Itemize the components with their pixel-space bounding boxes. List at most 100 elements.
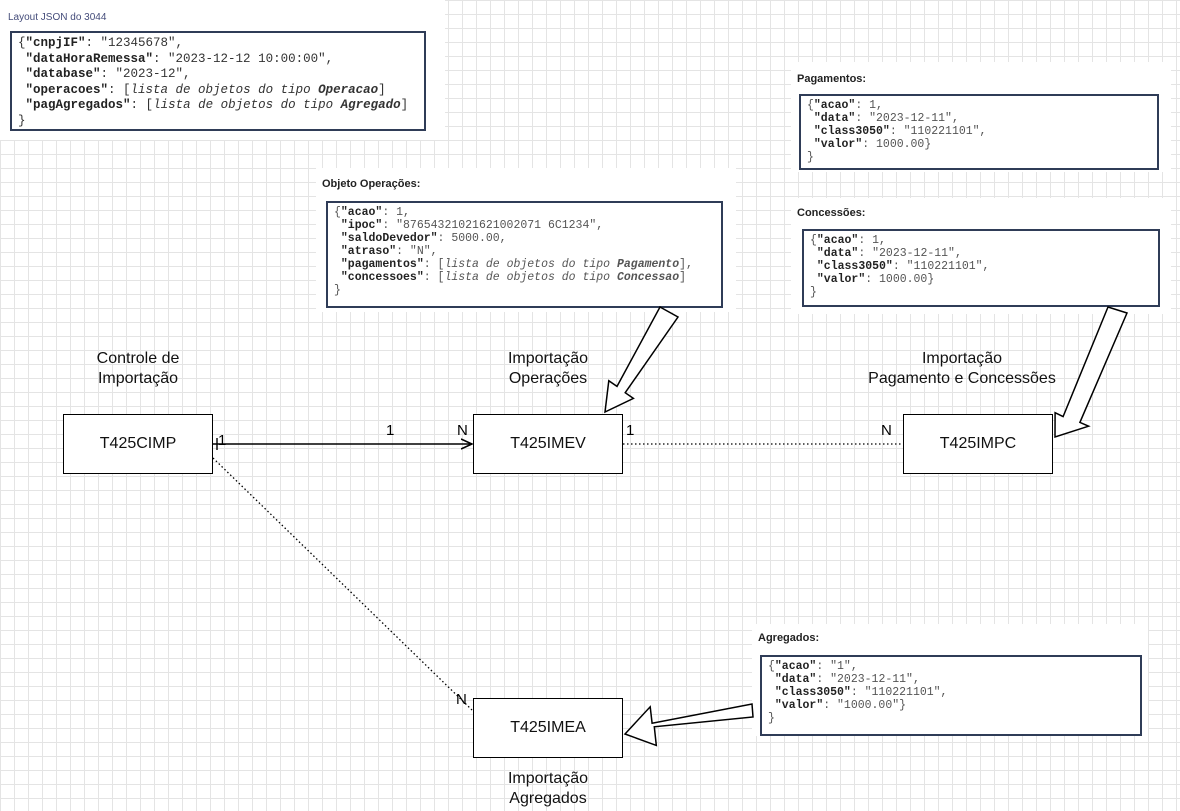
- cimp-caption: Controle de Importação: [38, 349, 238, 389]
- json-key: "acao": [774, 660, 817, 673]
- impc-caption-line-2: Pagamento e Concessões: [868, 370, 1056, 387]
- entity-t425imev[interactable]: T425IMEV: [473, 414, 623, 474]
- pagamentos-label: Pagamentos:: [797, 73, 867, 85]
- operacoes-json-block: {"acao": 1, "ipoc": "8765432102162100207…: [326, 201, 723, 308]
- json-key: "saldoDevedor": [340, 232, 438, 245]
- cimp-imea-connector[interactable]: [212, 457, 473, 711]
- concessoes-label: Concessões:: [797, 207, 866, 219]
- json-key: "valor": [813, 138, 863, 151]
- json-type-text: Pagamento: [616, 258, 680, 271]
- imea-caption-line-2: Agregados: [509, 790, 587, 807]
- code-line: "dataHoraRemessa": "2023-12-12 10:00:00"…: [25, 51, 334, 66]
- json-key: "data": [774, 673, 817, 686]
- code-line: {"acao": 1,: [807, 99, 883, 112]
- json-key: "data": [813, 112, 856, 125]
- code-line: "class3050": "110221101",: [774, 686, 948, 699]
- concessoes-block-arrow: [1054, 306, 1129, 439]
- code-line: "database": "2023-12",: [25, 67, 191, 81]
- json-key: "valor": [816, 273, 866, 286]
- code-line: "saldoDevedor": 5000.00,: [340, 232, 507, 245]
- json-key: "atraso": [340, 245, 397, 258]
- json-key: "ipoc": [340, 219, 383, 232]
- entity-t425impc-name: T425IMPC: [939, 435, 1017, 452]
- code-line: "class3050": "110221101",: [816, 260, 990, 273]
- json-key: "acao": [816, 234, 859, 247]
- operacoes-block-arrow: [604, 305, 680, 414]
- imev-caption-line-2: Operações: [508, 370, 588, 387]
- imea-caption: Importação Agregados: [448, 769, 648, 809]
- cimp-imev-from-cardinality: 1: [218, 432, 227, 449]
- code-line: }: [807, 151, 814, 164]
- entity-t425imea-name: T425IMEA: [510, 719, 586, 736]
- json-key: "database": [25, 67, 101, 81]
- code-line: "data": "2023-12-11",: [774, 673, 920, 686]
- imev-caption-line-1: Importação: [507, 350, 589, 367]
- imev-impc-to-cardinality: N: [881, 422, 892, 439]
- code-line: "valor": 1000.00}: [813, 138, 932, 151]
- cimp-imea-to-cardinality: N: [456, 691, 467, 708]
- entity-t425imea[interactable]: T425IMEA: [473, 698, 623, 758]
- json-type-text: lista de objetos do tipo: [444, 271, 617, 284]
- json-key: "dataHoraRemessa": [25, 51, 154, 66]
- remessa-json-block: {"cnpjIF": "12345678", "dataHoraRemessa"…: [10, 31, 426, 131]
- code-line: }: [334, 284, 341, 297]
- json-key: "concessoes": [340, 271, 424, 284]
- json-key: "class3050": [774, 686, 851, 699]
- code-line: {"cnpjIF": "12345678",: [18, 36, 184, 50]
- json-key: "pagamentos": [340, 258, 424, 271]
- agregados-json-block: {"acao": "1", "data": "2023-12-11", "cla…: [760, 655, 1142, 736]
- code-line: }: [768, 712, 775, 725]
- imev-caption: Importação Operações: [448, 349, 648, 389]
- code-line: "operacoes": [lista de objetos do tipo O…: [25, 82, 386, 97]
- code-line: }: [18, 113, 26, 128]
- json-key: "class3050": [813, 125, 890, 138]
- entity-t425imev-name: T425IMEV: [510, 435, 586, 452]
- agregados-block-arrow: [623, 703, 754, 747]
- cimp-caption-line-1: Controle de: [96, 350, 180, 367]
- json-key: "pagAgregados": [25, 98, 131, 112]
- code-line: "class3050": "110221101",: [813, 125, 987, 138]
- json-type-text: Concessao: [616, 271, 680, 284]
- cimp-caption-line-2: Importação: [97, 370, 179, 387]
- entity-t425impc[interactable]: T425IMPC: [903, 414, 1053, 474]
- cimp-imev-to-cardinality: N: [457, 422, 468, 439]
- layout-title: Layout JSON do 3044: [8, 12, 107, 23]
- code-line: "atraso": "N",: [340, 245, 438, 258]
- impc-caption-line-1: Importação: [921, 350, 1003, 367]
- agregados-label: Agregados:: [758, 632, 820, 644]
- cimp-imev-one-label: 1: [386, 422, 395, 439]
- json-key: "cnpjIF": [25, 36, 86, 50]
- code-line: "pagAgregados": [lista de objetos do tip…: [25, 98, 409, 112]
- code-line: "data": "2023-12-11",: [816, 247, 962, 260]
- impc-caption: Importação Pagamento e Concessões: [842, 349, 1082, 389]
- code-line: "data": "2023-12-11",: [813, 112, 959, 125]
- code-line: "valor": 1000.00}: [816, 273, 935, 286]
- code-line: }: [810, 286, 817, 299]
- json-type-text: Operacao: [318, 82, 379, 97]
- json-key: "class3050": [816, 260, 893, 273]
- concessoes-json-block: {"acao": 1, "data": "2023-12-11", "class…: [802, 229, 1160, 307]
- json-type-text: lista de objetos do tipo: [130, 82, 319, 97]
- code-line: "valor": "1000.00"}: [774, 699, 907, 712]
- entity-t425cimp-name: T425CIMP: [99, 435, 177, 452]
- code-line: "ipoc": "87654321021621002071 6C1234",: [340, 219, 604, 232]
- imea-caption-line-1: Importação: [507, 770, 589, 787]
- json-type-text: lista de objetos do tipo: [153, 98, 341, 112]
- code-line: "concessoes": [lista de objetos do tipo …: [340, 271, 687, 284]
- json-key: "data": [816, 247, 859, 260]
- pagamentos-json-block: {"acao": 1, "data": "2023-12-11", "class…: [799, 94, 1159, 170]
- operacoes-label: Objeto Operações:: [322, 178, 421, 190]
- code-line: "pagamentos": [lista de objetos do tipo …: [340, 258, 693, 271]
- code-line: {"acao": 1,: [810, 234, 886, 247]
- imev-impc-from-cardinality: 1: [626, 422, 635, 439]
- json-key: "operacoes": [25, 82, 109, 97]
- json-key: "acao": [813, 99, 856, 112]
- entity-t425cimp[interactable]: T425CIMP: [63, 414, 213, 474]
- json-type-text: Agregado: [340, 98, 401, 112]
- json-type-text: lista de objetos do tipo: [444, 258, 617, 271]
- json-key: "valor": [774, 699, 824, 712]
- json-key: "acao": [340, 206, 383, 219]
- code-line: {"acao": 1,: [334, 206, 410, 219]
